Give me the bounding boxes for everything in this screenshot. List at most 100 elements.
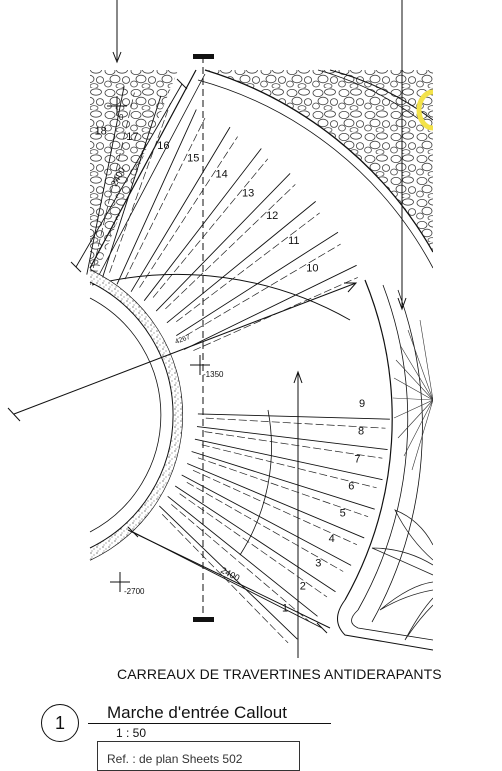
planter-ring-inner-2 <box>89 297 162 533</box>
stair-tread-edge <box>166 201 316 324</box>
stair-nosing-line <box>92 92 135 268</box>
stair-tread-edge <box>167 495 318 617</box>
section-cut-cap-bottom <box>193 617 214 622</box>
coping-arc-outer <box>357 284 409 611</box>
level-marker-2700 <box>110 572 130 592</box>
stair-nosing-line <box>197 457 369 518</box>
stair-tread-edge <box>196 426 388 451</box>
stair-nosing-line <box>124 117 206 280</box>
stair-tread-edge <box>191 451 375 510</box>
step-number: 11 <box>288 235 299 247</box>
step-number: 15 <box>187 153 199 165</box>
level-label-2700: -2700 <box>124 587 145 596</box>
stair-tread-edge <box>116 109 197 285</box>
stair-tread-edge <box>101 95 162 279</box>
landing-inner-arc <box>197 79 433 269</box>
section-cut-cap-top <box>193 54 214 59</box>
stair-nosing-line <box>204 431 383 459</box>
level-label-1350: -1350 <box>203 370 224 379</box>
radius-arrowhead <box>344 282 358 293</box>
stair-nosing-line <box>185 243 341 337</box>
dim-lower-flight <box>132 531 323 629</box>
landing-outer-arc <box>204 69 433 253</box>
dim-upper-tick-b <box>176 78 188 90</box>
plant-sunburst <box>392 319 433 471</box>
stair-tread-edge <box>155 173 291 312</box>
stair-tread-edge <box>174 485 336 593</box>
callout-scale: 1 : 50 <box>116 726 147 740</box>
callout-title: Marche d'entrée Callout <box>107 703 287 722</box>
coping-arc <box>344 279 393 601</box>
dim-lower-tick-a <box>127 526 139 538</box>
step-number: 12 <box>266 210 278 222</box>
radius-line <box>13 282 357 415</box>
stair-tread-edge <box>158 505 298 640</box>
wall-edge-left <box>89 69 197 269</box>
stair-nosing-line <box>109 103 171 273</box>
stair-tread-edge <box>183 264 357 350</box>
step-number: 18 <box>95 126 107 138</box>
level-marker-1350 <box>190 355 210 375</box>
step-number: 17 <box>126 131 138 143</box>
stair-nosing-line <box>205 417 386 429</box>
cobble-border-upper <box>329 69 433 121</box>
stair-nosing-line <box>192 469 358 546</box>
dim-upper-flight <box>75 83 183 268</box>
callout-number: 1 <box>54 712 65 733</box>
step-number: 1 <box>282 602 288 614</box>
radius-tick <box>7 407 21 422</box>
level-label-0: 0 <box>119 113 124 122</box>
step-number: 4 <box>329 533 335 545</box>
stair-nosing-line <box>201 444 377 489</box>
arrowhead-top-right <box>397 297 407 311</box>
step-number: 9 <box>359 398 365 410</box>
wall-edge-left-inner <box>98 73 206 276</box>
stair-nosing-line <box>139 136 238 288</box>
step-number: 5 <box>340 507 346 519</box>
stair-tread-edge <box>197 413 390 420</box>
stair-tread-edge <box>194 438 383 481</box>
step-number: 8 <box>358 426 364 438</box>
step-number: 14 <box>215 169 227 181</box>
step-number: 2 <box>300 581 306 593</box>
stair-tread-edge <box>86 86 125 275</box>
material-arrowhead <box>293 370 303 384</box>
planter-ring-fill <box>90 270 183 560</box>
stair-nosing-line <box>171 504 309 622</box>
cobblestone-area-right <box>205 70 433 252</box>
callout-number-bubble: 1 <box>41 704 79 742</box>
reference-text: Ref. : de plan Sheets 502 <box>107 752 243 766</box>
plant-yellow-highlight <box>416 89 433 131</box>
planter-edge <box>337 599 433 651</box>
stair-tread-edge <box>187 463 365 539</box>
step-number: 13 <box>242 188 254 200</box>
dim-label-lower: 2400 <box>219 565 241 583</box>
coping-arc-outer-2 <box>371 289 423 623</box>
dim-lower-tick-b <box>316 622 328 634</box>
stair-nosing-line <box>152 158 269 298</box>
stair-nosing-line <box>176 212 320 322</box>
planter-ring-inner <box>89 281 174 549</box>
inner-stair-arc-2 <box>239 409 272 556</box>
step-number: 16 <box>157 140 169 152</box>
stair-tread-edge <box>130 126 231 292</box>
step-number: 6 <box>348 481 354 493</box>
inner-stair-arc <box>91 273 351 321</box>
stair-nosing-line <box>186 481 344 572</box>
planter-edge-2 <box>351 609 433 641</box>
level-marker-0 <box>107 96 127 116</box>
stair-tread-edge <box>181 474 352 566</box>
callout-rule <box>88 723 331 724</box>
step-number: 10 <box>306 262 318 274</box>
cobblestone-area-left <box>90 70 178 285</box>
arrowhead-top-left <box>112 51 122 64</box>
stair-nosing-line <box>165 184 296 310</box>
plant-leaves <box>371 509 433 641</box>
stair-nosing-line <box>179 493 328 598</box>
step-number: 3 <box>315 557 321 569</box>
material-note: CARREAUX DE TRAVERTINES ANTIDERAPANTS <box>117 666 442 682</box>
step-number: 7 <box>354 453 360 465</box>
dim-upper-tick-a <box>70 261 82 273</box>
